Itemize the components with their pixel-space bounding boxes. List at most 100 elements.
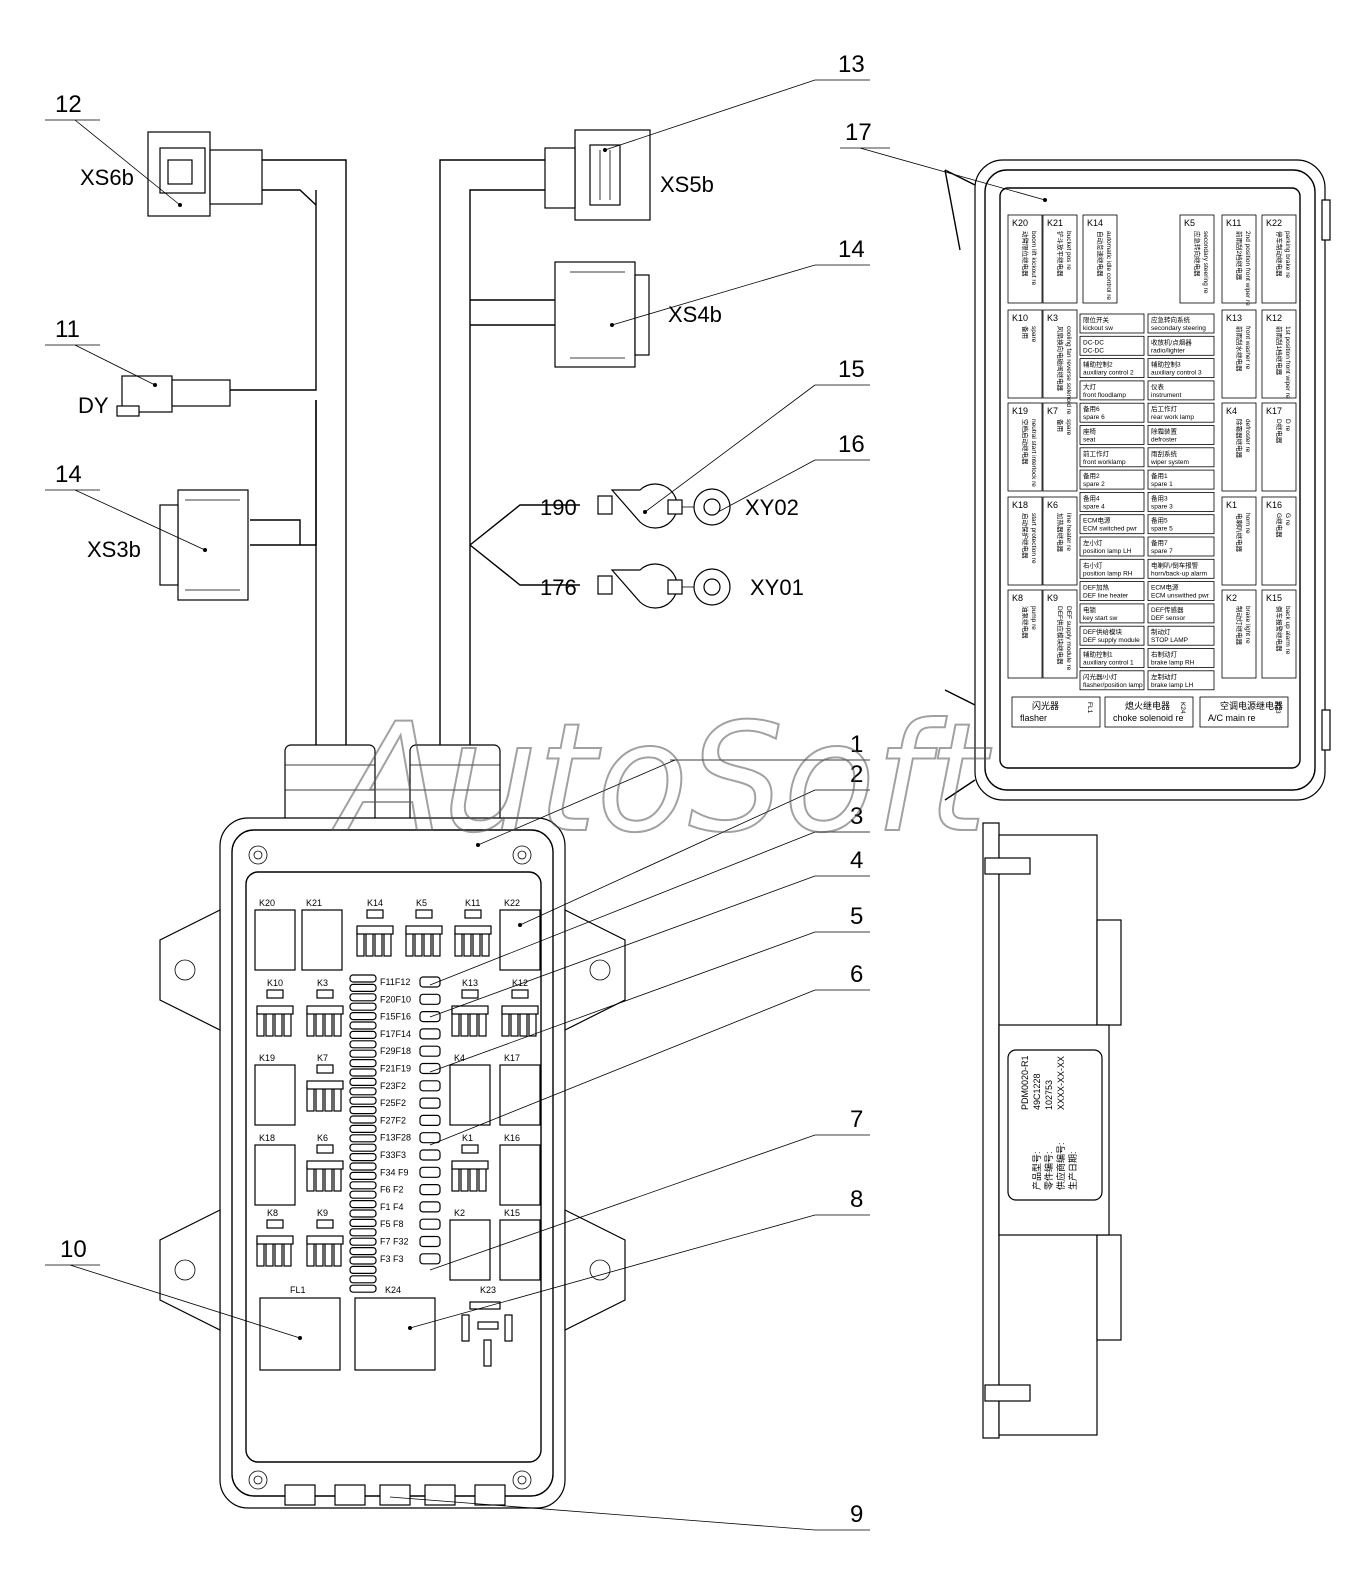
legend-k7	[1042, 402, 1078, 492]
legend-k22-id: K22	[1266, 218, 1282, 228]
legend-k6	[1042, 496, 1078, 586]
relay-k5-top	[415, 909, 433, 919]
callout-3: 3	[850, 803, 863, 830]
relay-label-k1: K1	[462, 1133, 473, 1143]
relay-label-k9: K9	[317, 1208, 328, 1218]
relay-k23-top	[469, 1301, 501, 1310]
fuse-label: F11F12	[380, 977, 410, 987]
legend-fuse-right-cn: 应急转向系统	[1151, 315, 1191, 324]
legend-fuse-left	[1079, 469, 1145, 490]
legend-fuse-left-en: ECM switched pwr	[1083, 526, 1138, 533]
legend-k10	[1007, 309, 1043, 399]
fuse-label: F15F16	[380, 1012, 411, 1022]
relay-k10-body	[256, 1005, 294, 1015]
relay-k23-pin	[461, 1314, 470, 1342]
legend-k17-cn: D继电器	[1275, 419, 1284, 444]
label-k23: K23	[480, 1285, 496, 1295]
legend-bottom-cn: 空调电源继电器	[1220, 700, 1283, 711]
fuse	[419, 976, 441, 988]
dy-connector	[116, 375, 231, 417]
label-part: 49C1228	[1032, 1073, 1042, 1110]
legend-fuse-left	[1079, 491, 1145, 512]
fuse-label: F29F18	[380, 1046, 411, 1056]
relay-k19	[254, 1064, 296, 1126]
legend-k8-en: pump re	[1030, 606, 1037, 630]
callout-5: 5	[850, 903, 863, 930]
fuse-label: F6 F2	[380, 1185, 404, 1195]
legend-k22-cn: 停车制动继电器	[1275, 231, 1284, 277]
relay-label-k13: K13	[462, 978, 478, 988]
legend-k12-id: K12	[1266, 313, 1282, 323]
fuse-slot	[349, 1049, 377, 1058]
legend-fuse-right-en: horn/back-up alarm	[1151, 570, 1207, 577]
legend-k11-en: 2nd position front wiper re	[1244, 231, 1251, 306]
legend-k21-cn: 铲斗放平继电器	[1056, 231, 1065, 277]
relay-label-k5: K5	[416, 898, 427, 908]
callout-8: 8	[850, 1186, 863, 1213]
legend-fuse-left	[1079, 514, 1145, 535]
legend-k12	[1261, 309, 1297, 399]
legend-k1-id: K1	[1226, 500, 1237, 510]
legend-k10-id: K10	[1012, 313, 1028, 323]
legend-k8-cn: 油泵继电器	[1021, 606, 1030, 639]
fuse-label: F17F14	[380, 1029, 411, 1039]
legend-bottom-k23	[1199, 696, 1289, 728]
relay-k13-top	[461, 989, 479, 999]
fuse-slot	[349, 1237, 377, 1246]
legend-fuse-left-cn: 限位开关	[1083, 315, 1110, 324]
relay-k11-top	[464, 909, 482, 919]
legend-fuse-left-en: position lamp RH	[1083, 570, 1133, 577]
legend-k4	[1221, 402, 1257, 492]
relay-label-k21: K21	[306, 898, 322, 908]
legend-k18-cn: 启动保护继电器	[1021, 513, 1030, 559]
legend-fuse-left-en: auxiliary control 1	[1083, 660, 1134, 667]
relay-k4	[449, 1064, 491, 1126]
xs4b-connector	[554, 261, 650, 368]
legend-fuse-left-cn: 闪光器/小灯	[1083, 672, 1118, 681]
legend-k10-cn: 备用	[1021, 326, 1030, 339]
fuse	[419, 993, 441, 1005]
relay-k15	[499, 1219, 541, 1281]
relay-label-k3: K3	[317, 978, 328, 988]
fuse	[419, 1253, 441, 1265]
legend-fuse-left-en: DC-DC	[1083, 347, 1104, 354]
legend-fuse-left	[1079, 358, 1145, 379]
legend-fuse-right-en: secondary steering	[1151, 325, 1206, 332]
legend-fuse-right	[1147, 581, 1215, 601]
legend-fuse-right-cn: 备用7	[1151, 538, 1168, 547]
fuse-slot	[349, 1199, 377, 1209]
legend-fuse-left-en: spare 4	[1083, 503, 1105, 510]
relay-k1-top	[461, 1144, 479, 1154]
callout-numbers: 1 2 3 4 5 6 7 8 9 10 11 12 13 14 14 15 1…	[55, 51, 872, 1528]
legend-fuse-left-en: key start sw	[1083, 615, 1118, 622]
legend-fuse-right-en: DEF sensor	[1151, 615, 1186, 622]
legend-fuse-right-cn: 收放机/点烟器	[1151, 337, 1192, 346]
callout-leaders	[45, 79, 1047, 1531]
fuse-slot	[349, 1218, 377, 1228]
legend-k17	[1261, 402, 1297, 492]
relay-k7-top	[316, 1064, 334, 1074]
legend-k4-cn: 除霜器继电器	[1235, 419, 1244, 459]
legend-fuse-left-cn: 备用6	[1083, 404, 1100, 413]
relay-k9-body	[306, 1235, 344, 1245]
fuse-slot	[349, 1143, 377, 1152]
fuse-label: F27F2	[380, 1115, 406, 1125]
legend-fuse-left	[1079, 447, 1145, 468]
legend-fuse-right-en: defroster	[1151, 437, 1177, 444]
label-cn-3: 供应商编号:	[1055, 1142, 1066, 1190]
legend-k13-cn: 前雨刮水继电器	[1235, 326, 1244, 372]
legend-fuse-left-cn: DC-DC	[1083, 339, 1104, 346]
fuse-slot	[349, 1021, 377, 1030]
legend-fuse-left-cn: 座椅	[1083, 427, 1097, 436]
fuse-label: F20F10	[380, 994, 411, 1004]
fuse-slot	[349, 1162, 377, 1171]
label-wire-190: 190	[540, 495, 577, 520]
legend-fuse-right-en: spare 7	[1151, 548, 1173, 555]
